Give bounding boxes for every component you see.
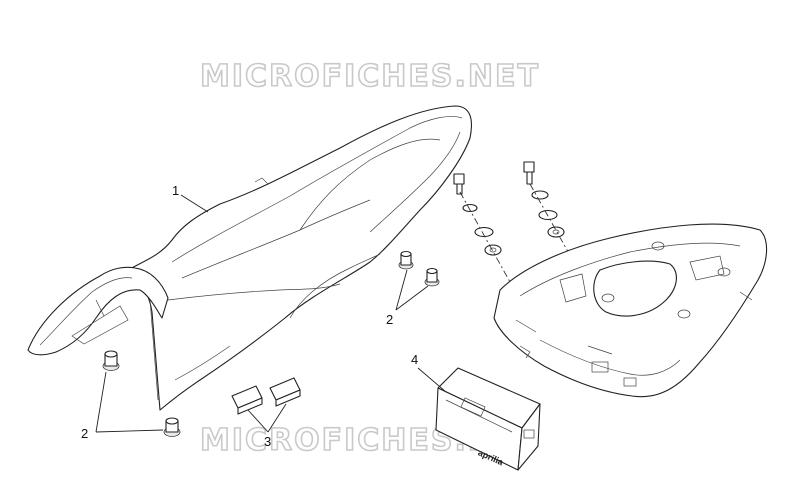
leader-bracket-b [267, 403, 287, 433]
leader-bumper-right-a [395, 269, 408, 311]
screw-washer-stack-left [453, 173, 502, 256]
leader-bumper-right-b [395, 285, 429, 311]
grab-rail-frame [493, 223, 768, 398]
seat-part [27, 105, 473, 411]
leader-seat-cover [417, 367, 447, 393]
callout-seat-cover: 4 [411, 352, 418, 367]
watermark-top: MICROFICHES.NET [200, 59, 540, 94]
leader-bumper-left-b [95, 429, 164, 433]
screw-washer-stack-right [523, 161, 565, 238]
rubber-bumper-pair-right [398, 250, 440, 287]
callout-seat: 1 [172, 183, 179, 198]
callout-bumpers-left: 2 [81, 426, 88, 441]
leader-bracket-a [247, 409, 269, 433]
callout-brackets: 3 [264, 434, 271, 449]
rubber-bumper-pair-left [102, 350, 181, 437]
leader-bumper-left-a [95, 371, 107, 433]
leader-seat [180, 194, 209, 213]
bracket-pair [231, 377, 301, 415]
callout-bumpers-right: 2 [386, 312, 393, 327]
